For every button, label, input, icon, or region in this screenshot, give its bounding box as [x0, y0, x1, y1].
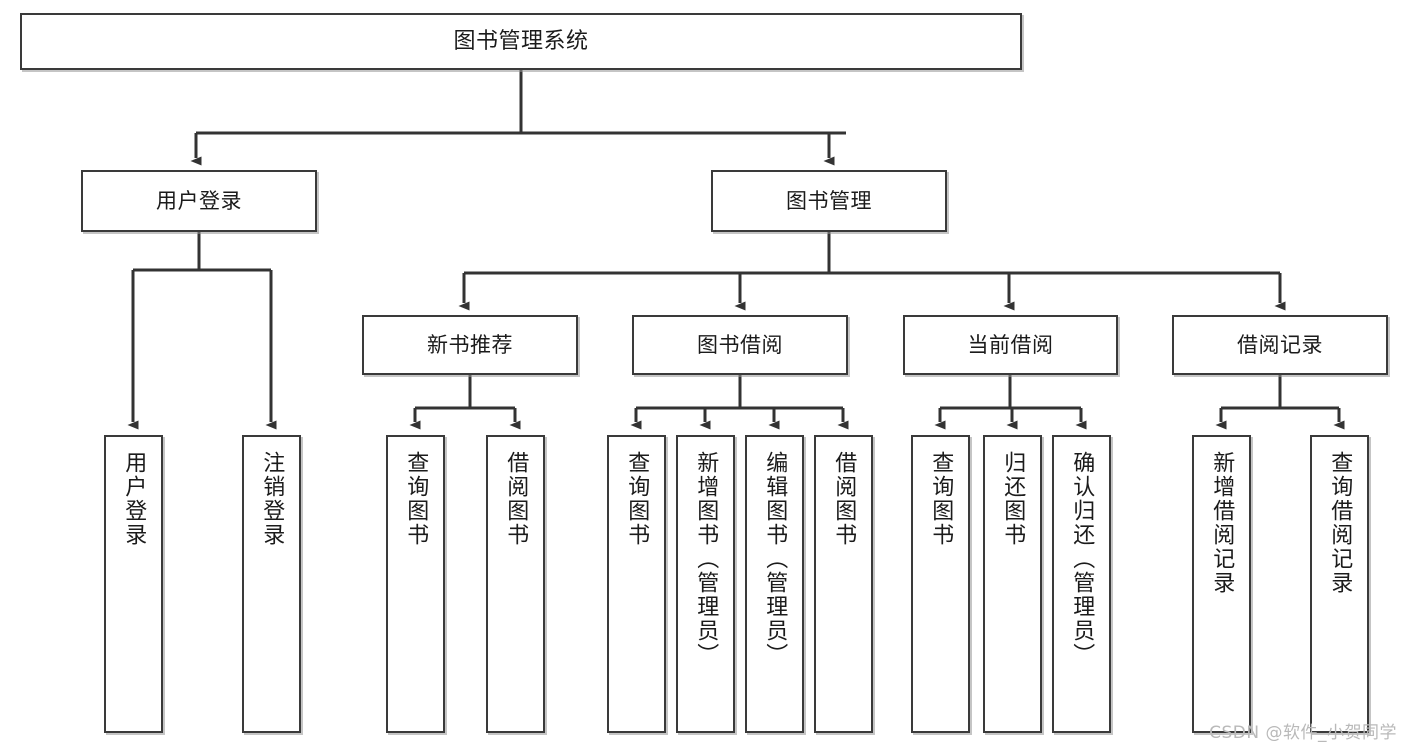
- node-new-book-recommend-label: 新书推荐: [427, 332, 513, 357]
- node-borrow-record[interactable]: 借阅记录: [1172, 315, 1388, 375]
- node-leaf-borrow-book-2-label: 借阅图书: [831, 451, 857, 547]
- node-leaf-query-book-2-label: 查询图书: [624, 451, 650, 547]
- node-leaf-return-book-label: 归还图书: [1000, 451, 1026, 547]
- node-leaf-add-record[interactable]: 新增借阅记录: [1192, 435, 1251, 733]
- node-leaf-confirm-return[interactable]: 确认归还（管理员）: [1052, 435, 1111, 733]
- node-book-manage[interactable]: 图书管理: [711, 170, 947, 232]
- node-leaf-user-login-label: 用户登录: [121, 451, 147, 547]
- node-book-borrow[interactable]: 图书借阅: [632, 315, 848, 375]
- node-borrow-record-label: 借阅记录: [1237, 332, 1323, 357]
- node-leaf-edit-book[interactable]: 编辑图书（管理员）: [745, 435, 804, 733]
- node-current-borrow-label: 当前借阅: [967, 332, 1054, 357]
- watermark-text: CSDN @软件_小贺同学: [1209, 723, 1397, 743]
- node-leaf-logout-label: 注销登录: [259, 451, 285, 547]
- node-leaf-query-record[interactable]: 查询借阅记录: [1310, 435, 1369, 733]
- node-root-label: 图书管理系统: [453, 28, 589, 54]
- node-leaf-borrow-book-2[interactable]: 借阅图书: [814, 435, 873, 733]
- node-leaf-query-book-1[interactable]: 查询图书: [386, 435, 445, 733]
- node-book-borrow-label: 图书借阅: [697, 332, 783, 357]
- node-root[interactable]: 图书管理系统: [20, 13, 1022, 70]
- node-leaf-query-book-2[interactable]: 查询图书: [607, 435, 666, 733]
- node-book-manage-label: 图书管理: [786, 188, 872, 213]
- node-leaf-confirm-return-label: 确认归还（管理员）: [1069, 451, 1095, 667]
- node-leaf-add-book-label: 新增图书（管理员）: [693, 451, 719, 667]
- node-leaf-query-book-3[interactable]: 查询图书: [911, 435, 970, 733]
- node-user-login-label: 用户登录: [156, 188, 242, 213]
- node-leaf-edit-book-label: 编辑图书（管理员）: [762, 451, 788, 667]
- node-leaf-query-record-label: 查询借阅记录: [1327, 451, 1353, 595]
- node-current-borrow[interactable]: 当前借阅: [903, 315, 1118, 375]
- node-leaf-add-record-label: 新增借阅记录: [1209, 451, 1235, 595]
- node-leaf-add-book[interactable]: 新增图书（管理员）: [676, 435, 735, 733]
- node-new-book-recommend[interactable]: 新书推荐: [362, 315, 578, 375]
- node-leaf-query-book-3-label: 查询图书: [928, 451, 954, 547]
- node-leaf-return-book[interactable]: 归还图书: [983, 435, 1042, 733]
- node-leaf-query-book-1-label: 查询图书: [403, 451, 429, 547]
- node-user-login[interactable]: 用户登录: [81, 170, 317, 232]
- node-leaf-logout[interactable]: 注销登录: [242, 435, 301, 733]
- node-leaf-user-login[interactable]: 用户登录: [104, 435, 163, 733]
- node-leaf-borrow-book-1-label: 借阅图书: [503, 451, 529, 547]
- node-leaf-borrow-book-1[interactable]: 借阅图书: [486, 435, 545, 733]
